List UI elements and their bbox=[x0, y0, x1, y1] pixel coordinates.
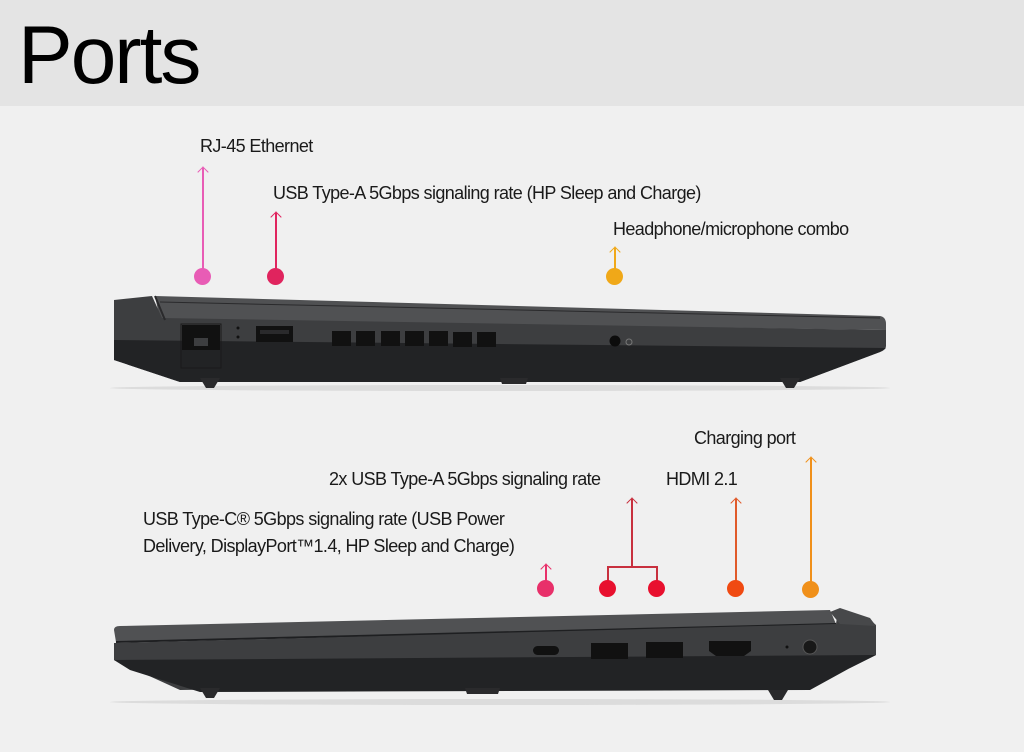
callout-label-rj45: RJ-45 Ethernet bbox=[200, 136, 313, 156]
callout-line-usb-a-2x bbox=[631, 499, 633, 567]
usb-a-port-1 bbox=[591, 643, 628, 659]
callout-line-charging bbox=[810, 458, 812, 582]
callout-dot-usb-a-2[interactable] bbox=[648, 580, 665, 597]
callout-label-usb-c-line1: USB Type-C® 5Gbps signaling rate (USB Po… bbox=[143, 509, 505, 529]
callout-dot-audio[interactable] bbox=[606, 268, 623, 285]
charging-port bbox=[802, 639, 818, 655]
callout-line-usb-a-sleep bbox=[275, 213, 277, 270]
callout-label-charging: Charging port bbox=[694, 428, 796, 448]
usb-c-port bbox=[533, 646, 559, 655]
callout-label-usb-a-sleep: USB Type-A 5Gbps signaling rate (HP Slee… bbox=[273, 183, 701, 203]
callout-dot-usb-a-1[interactable] bbox=[599, 580, 616, 597]
callout-dot-usb-c[interactable] bbox=[537, 580, 554, 597]
callout-label-usb-c-line2: Delivery, DisplayPort™1.4, HP Sleep and … bbox=[143, 536, 515, 556]
page-title: Ports bbox=[18, 10, 201, 101]
callout-line-hdmi bbox=[735, 499, 737, 582]
callout-bracket-usb-a-2x bbox=[607, 566, 657, 568]
hdmi-port bbox=[709, 641, 751, 656]
callout-label-usb-a-2x: 2x USB Type-A 5Gbps signaling rate bbox=[329, 469, 601, 489]
callout-label-audio: Headphone/microphone combo bbox=[613, 219, 849, 239]
callout-dot-hdmi[interactable] bbox=[727, 580, 744, 597]
callout-line-rj45 bbox=[202, 168, 204, 270]
callout-line-usb-c bbox=[545, 565, 547, 582]
audio-jack bbox=[609, 335, 621, 347]
callout-dot-charging[interactable] bbox=[802, 581, 819, 598]
callout-dot-rj45[interactable] bbox=[194, 268, 211, 285]
callout-bracket-right bbox=[656, 566, 658, 582]
callout-bracket-left bbox=[607, 566, 609, 582]
callout-label-hdmi: HDMI 2.1 bbox=[666, 469, 738, 489]
header-band: Ports bbox=[0, 0, 1024, 106]
callout-dot-usb-a-sleep[interactable] bbox=[267, 268, 284, 285]
usb-a-port-2 bbox=[646, 642, 683, 658]
callout-line-audio bbox=[614, 248, 616, 270]
